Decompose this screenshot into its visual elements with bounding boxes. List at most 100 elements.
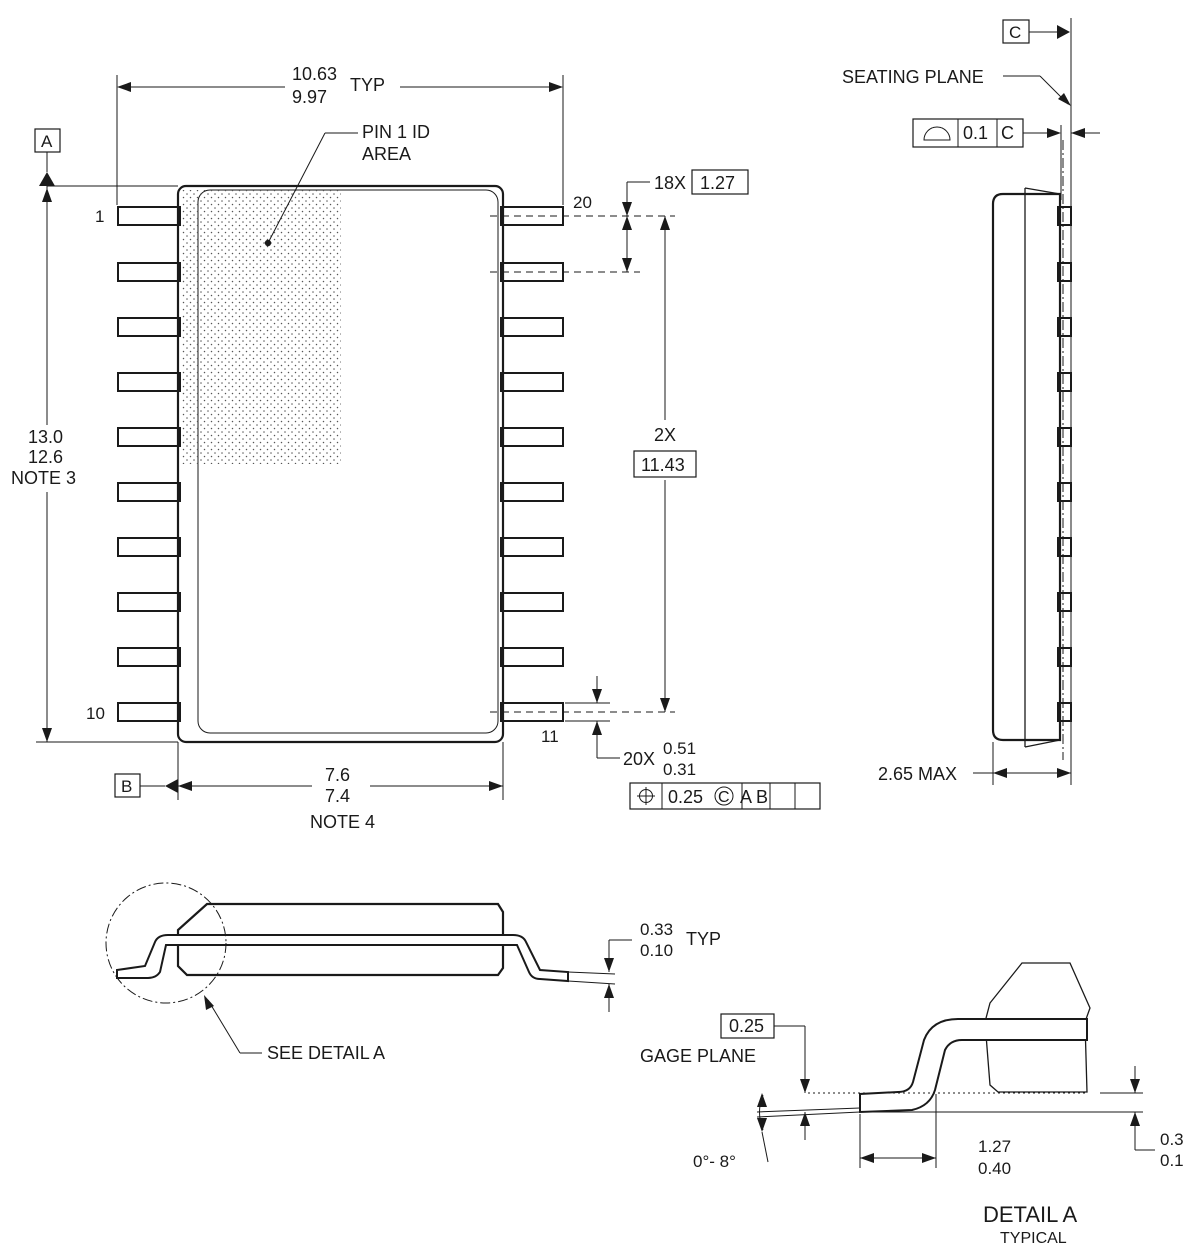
overall-length-max: 13.0	[28, 427, 63, 447]
overall-width-min: 9.97	[292, 87, 327, 107]
arrowhead	[1057, 768, 1071, 778]
arrowhead	[1058, 93, 1071, 106]
pin-number-20: 20	[573, 193, 592, 212]
overall-length-min: 12.6	[28, 447, 63, 467]
arrowhead	[1130, 1079, 1140, 1093]
arrowhead	[592, 689, 602, 703]
flatness-datum: C	[1001, 123, 1014, 143]
span-basic-box	[633, 450, 697, 478]
detail-a-callout-circle	[105, 882, 227, 1004]
left-leads	[117, 206, 181, 722]
profile-of-surface-icon	[923, 126, 951, 141]
front-view: SEE DETAIL A 0.33 0.10 TYP	[105, 882, 721, 1063]
lead-left	[117, 372, 181, 392]
lead-right	[500, 482, 564, 502]
detail-a-title: DETAIL A	[983, 1202, 1077, 1227]
gage-value: 0.25	[729, 1016, 764, 1036]
arrowhead	[622, 202, 632, 216]
arrowhead	[117, 82, 131, 92]
arrowhead	[549, 82, 563, 92]
height-max-label: 2.65 MAX	[878, 764, 957, 784]
standoff-max: 0.3	[1160, 1130, 1184, 1149]
right-leads	[500, 206, 564, 722]
pitch-value: 1.27	[700, 173, 735, 193]
lead-left	[117, 702, 181, 722]
pin-number-1: 1	[95, 207, 104, 226]
lead-left	[117, 262, 181, 282]
overall-width-max: 10.63	[292, 64, 337, 84]
arrowhead	[604, 984, 614, 998]
gage-basic-box	[720, 1013, 775, 1039]
lead-width-min: 0.31	[663, 760, 696, 779]
datum-b-label: B	[121, 777, 132, 796]
position-tolerance-frame: 0.25 C A B	[629, 782, 821, 810]
side-view: C SEATING PLANE 0.1 C 2.65 MAX	[842, 18, 1100, 785]
gage-plane-label: GAGE PLANE	[640, 1046, 756, 1066]
lead-width-max: 0.51	[663, 739, 696, 758]
pin1-label-line1: PIN 1 ID	[362, 122, 430, 142]
lead-right	[500, 592, 564, 612]
detail-body-fragment	[984, 962, 1091, 1093]
body-width-max: 7.6	[325, 765, 350, 785]
arrowhead	[757, 1118, 767, 1132]
arrowhead	[800, 1112, 810, 1126]
datum-a-label: A	[41, 132, 53, 151]
lead-right	[500, 647, 564, 667]
lead-thickness-min: 0.10	[640, 941, 673, 960]
see-detail-a-label: SEE DETAIL A	[267, 1043, 385, 1063]
lead-right	[500, 537, 564, 557]
lead-left	[117, 537, 181, 557]
pin1-label-line2: AREA	[362, 144, 411, 164]
arrowhead	[922, 1153, 936, 1163]
lead-right	[500, 427, 564, 447]
datum-c-label: C	[1009, 23, 1021, 42]
foot-length-max: 1.27	[978, 1137, 1011, 1156]
lead-left	[117, 482, 181, 502]
foot-length-min: 0.40	[978, 1159, 1011, 1178]
lead-left	[117, 317, 181, 337]
lead-right	[500, 372, 564, 392]
pin-number-10: 10	[86, 704, 105, 723]
lead-left	[117, 592, 181, 612]
flatness-value: 0.1	[963, 123, 988, 143]
detail-a-subtitle: TYPICAL	[1000, 1230, 1067, 1247]
package-body	[176, 184, 505, 744]
angle-label: 0°- 8°	[693, 1152, 736, 1171]
position-symbol-icon	[637, 787, 655, 805]
arrowhead	[1047, 128, 1061, 138]
side-body	[991, 192, 1062, 742]
position-tolerance-value: 0.25	[668, 787, 703, 807]
flatness-tolerance-frame: 0.1 C	[912, 118, 1024, 148]
lead-left	[117, 206, 181, 226]
arrowhead	[622, 258, 632, 272]
arrowhead	[1130, 1112, 1140, 1126]
pin1-marker-dot	[264, 239, 272, 247]
pitch-basic-box	[691, 169, 749, 195]
overall-length-note: NOTE 3	[11, 468, 76, 488]
seating-plane-label: SEATING PLANE	[842, 67, 984, 87]
lead-thickness-max: 0.33	[640, 920, 673, 939]
arrowhead	[660, 216, 670, 230]
datum-b-triangle	[165, 779, 178, 793]
arrowhead	[860, 1153, 874, 1163]
arrowhead	[800, 1079, 810, 1093]
pin-number-11: 11	[541, 727, 559, 746]
lead-right	[500, 317, 564, 337]
pitch-count: 18X	[654, 173, 686, 193]
arrowhead	[178, 781, 192, 791]
arrowhead	[204, 995, 214, 1010]
lead-left	[117, 427, 181, 447]
pin1-id-area	[181, 190, 341, 464]
arrowhead	[1071, 128, 1085, 138]
arrowhead	[757, 1093, 767, 1107]
modifier-circle-icon	[714, 786, 734, 806]
top-view: PIN 1 ID AREA 1 10 11 20 10.63 9.97 TYP …	[11, 64, 821, 832]
standoff-min: 0.1	[1160, 1151, 1184, 1170]
span-value: 11.43	[641, 455, 685, 475]
position-datum-refs: A B	[740, 787, 768, 807]
datum-c-triangle	[1057, 25, 1070, 39]
arrowhead	[604, 958, 614, 972]
overall-width-typ: TYP	[350, 75, 385, 95]
body-width-note: NOTE 4	[310, 812, 375, 832]
